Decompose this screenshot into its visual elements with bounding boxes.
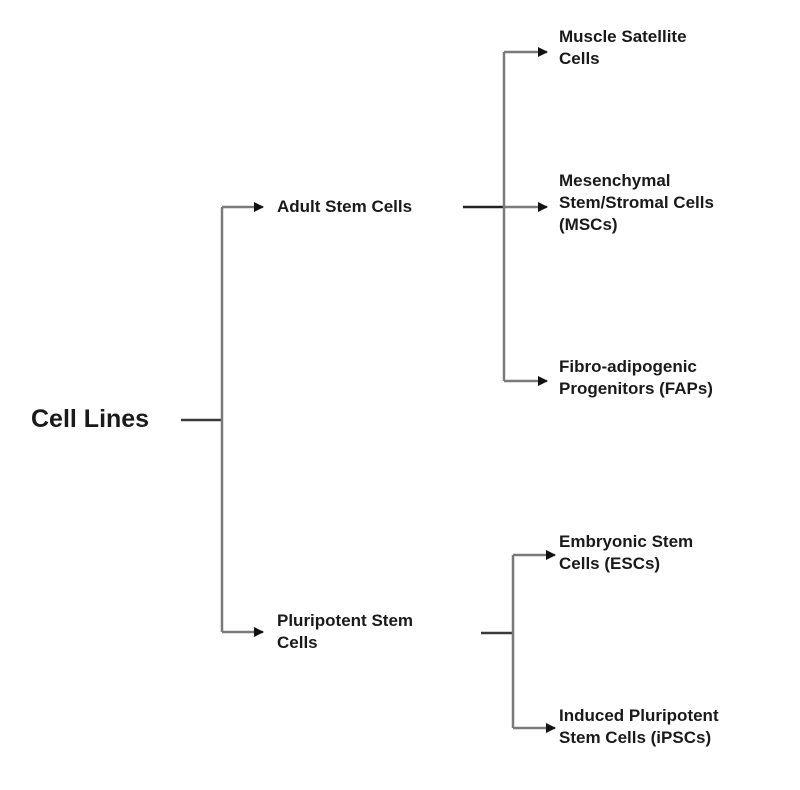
- node-label-line: Cells: [559, 49, 600, 68]
- node-label-line: Muscle Satellite: [559, 27, 687, 46]
- node-muscle-satellite-cells: Muscle Satellite Cells: [559, 26, 687, 70]
- node-label-line: Cells: [277, 633, 318, 652]
- node-mesenchymal-stem-stromal-cells: Mesenchymal Stem/Stromal Cells (MSCs): [559, 170, 714, 236]
- node-fibro-adipogenic-progenitors: Fibro-adipogenic Progenitors (FAPs): [559, 356, 713, 400]
- node-label: Cell Lines: [31, 405, 150, 433]
- node-label: Adult Stem Cells: [277, 197, 413, 216]
- node-adult-stem-cells: Adult Stem Cells: [277, 196, 412, 218]
- node-label-line: (MSCs): [559, 215, 618, 234]
- node-label-line: Cells (ESCs): [559, 554, 661, 573]
- node-label-line: Induced Pluripotent: [559, 706, 719, 725]
- node-label-line: Stem/Stromal Cells: [559, 193, 714, 212]
- node-induced-pluripotent-stem-cells: Induced Pluripotent Stem Cells (iPSCs): [559, 705, 719, 749]
- node-embryonic-stem-cells: Embryonic Stem Cells (ESCs): [559, 531, 693, 575]
- node-label-line: Mesenchymal: [559, 171, 671, 190]
- node-label-line: Pluripotent Stem: [277, 611, 414, 630]
- node-label-line: Fibro-adipogenic: [559, 357, 697, 376]
- node-label-line: Embryonic Stem: [559, 532, 694, 551]
- node-label-line: Stem Cells (iPSCs): [559, 728, 712, 747]
- node-pluripotent-stem-cells: Pluripotent Stem Cells: [277, 610, 413, 654]
- node-cell-lines: Cell Lines: [31, 404, 149, 434]
- node-label-line: Progenitors (FAPs): [559, 379, 713, 398]
